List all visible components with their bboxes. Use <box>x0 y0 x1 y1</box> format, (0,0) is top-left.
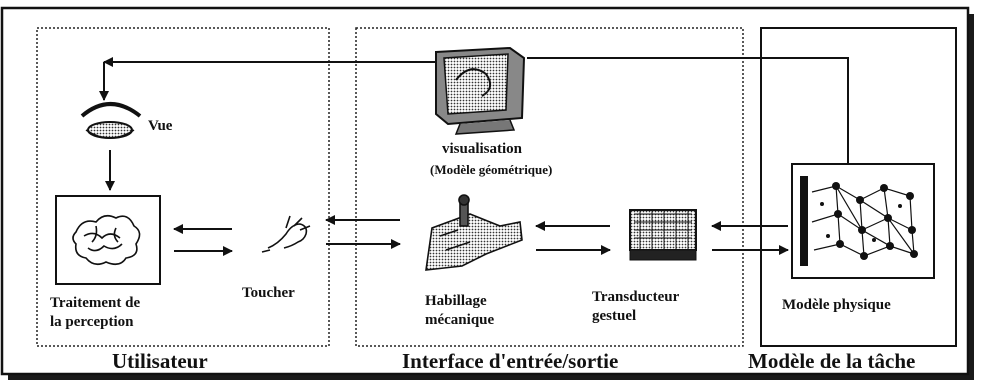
habillage-label-line1: Habillage <box>425 293 487 309</box>
mechanical-hand-icon <box>425 194 523 271</box>
toucher-label: Toucher <box>242 285 295 301</box>
user-section-box <box>36 27 330 347</box>
transducer-icon <box>629 209 697 261</box>
transducteur-label-line1: Transducteur <box>592 289 680 305</box>
brain-box <box>55 195 161 285</box>
interface-section-title: Interface d'entrée/sortie <box>402 349 619 373</box>
vue-label: Vue <box>148 118 173 134</box>
physical-model-label: Modèle physique <box>782 297 891 313</box>
habillage-label-line2: mécanique <box>425 312 495 328</box>
visualisation-label: visualisation <box>442 141 523 157</box>
task-section-title: Modèle de la tâche <box>748 349 916 373</box>
eye-icon <box>80 102 142 139</box>
perception-label-line1: Traitement de <box>50 295 141 311</box>
transducteur-label-line2: gestuel <box>592 308 637 324</box>
brain-icon <box>72 214 141 266</box>
monitor-icon <box>435 46 526 135</box>
task-section-box <box>760 27 957 347</box>
physical-model-icon <box>800 176 918 266</box>
user-section-title: Utilisateur <box>112 349 208 373</box>
geometric-model-label: (Modèle géométrique) <box>430 162 553 177</box>
interface-section-box <box>355 27 744 347</box>
perception-label-line2: la perception <box>50 314 134 330</box>
hand-icon <box>261 215 311 253</box>
task-to-display-line <box>527 57 849 164</box>
